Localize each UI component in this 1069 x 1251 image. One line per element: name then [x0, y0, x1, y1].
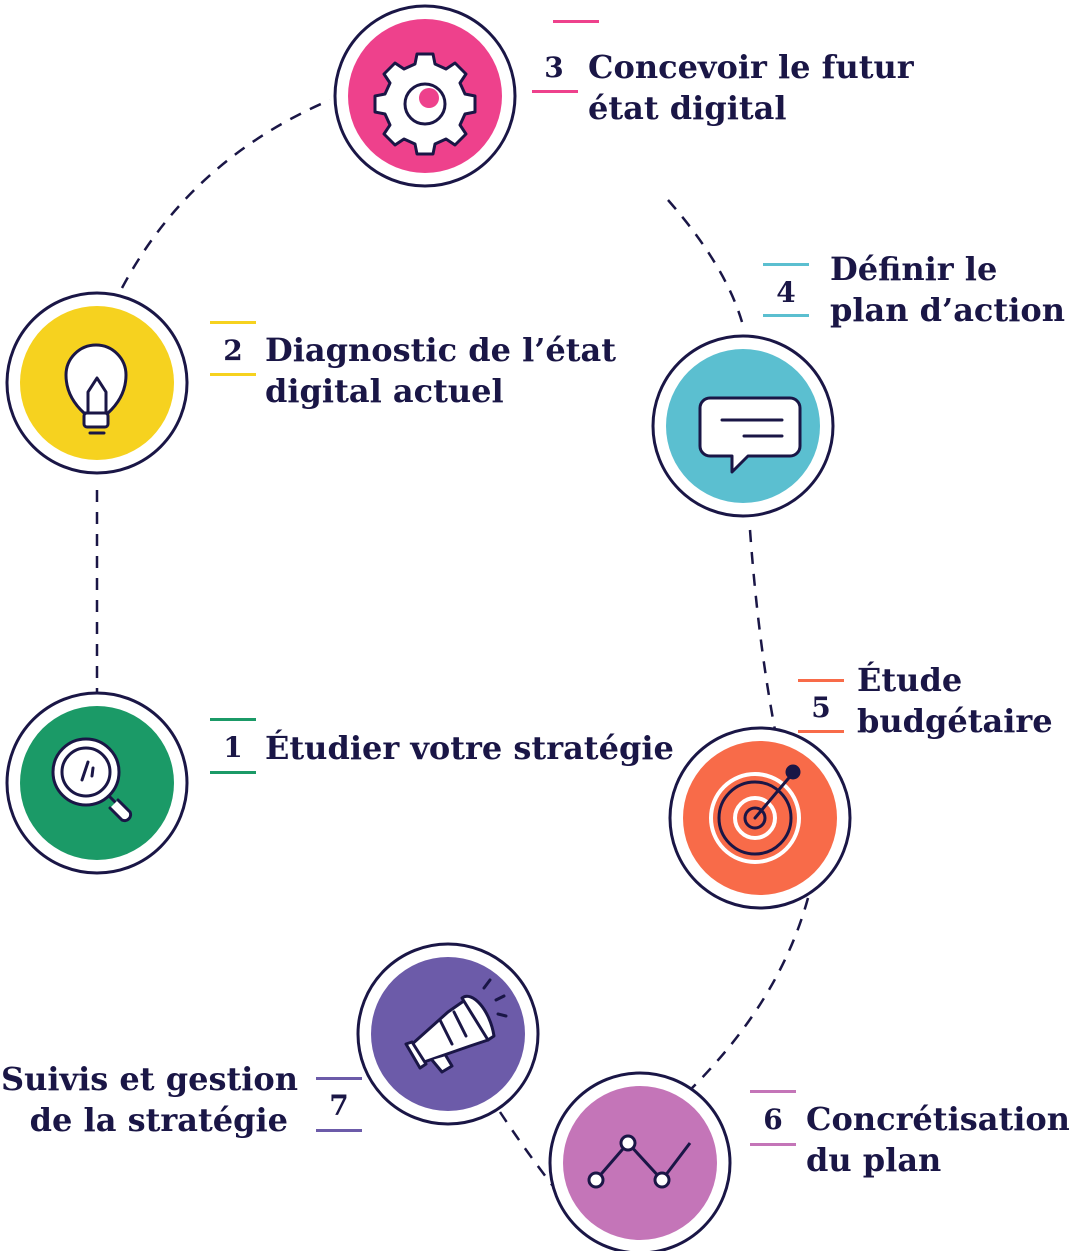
step-6-number: 6 [763, 1103, 783, 1136]
dashed-connectors [95, 98, 810, 1191]
step-5-title-line1: Étude [857, 661, 963, 699]
step-6-bar-bottom [750, 1143, 796, 1146]
step-7-number: 7 [329, 1089, 349, 1122]
step-2-bar-bottom [210, 373, 256, 376]
step-3-number: 3 [544, 51, 564, 84]
step-1-title: Étudier votre stratégie [265, 729, 674, 767]
line-chart-icon [587, 1134, 692, 1189]
step-4-number: 4 [776, 276, 796, 309]
step-6-bar-top [750, 1090, 796, 1093]
connector-4-5 [748, 529, 777, 731]
connector-7-6 [498, 1111, 557, 1191]
step-4-bar-top [763, 263, 809, 266]
step-5-circle [683, 741, 837, 895]
target-icon [709, 764, 801, 864]
step-5-number: 5 [811, 691, 831, 724]
step-7-node [356, 942, 540, 1126]
step-2-number: 2 [223, 334, 243, 367]
step-7-bar-top [316, 1077, 362, 1080]
gear-icon [373, 52, 477, 156]
connector-3-4 [667, 199, 744, 323]
chat-bubble-icon [698, 396, 802, 474]
step-2-node [5, 291, 189, 475]
step-7-title-line2: de la stratégie [29, 1101, 288, 1139]
step-1-bar-bottom [210, 771, 256, 774]
step-4-title-line2: plan d’action [830, 291, 1065, 329]
step-2-bar-top [210, 321, 256, 324]
step-4-title-line1: Définir le [830, 250, 998, 288]
magnifier-icon [51, 737, 133, 823]
step-6-title-line2: du plan [806, 1141, 942, 1179]
step-6-title-line1: Concrétisation [806, 1100, 1069, 1138]
step-3-title-line2: état digital [588, 89, 787, 127]
step-3-title-line1: Concevoir le futur [588, 48, 914, 86]
step-5-bar-bottom [798, 730, 844, 733]
step-6-circle [563, 1086, 717, 1240]
step-1-number: 1 [223, 731, 243, 764]
connector-2-3 [120, 98, 331, 289]
step-6-node [548, 1071, 732, 1251]
step-5-title-line2: budgétaire [857, 702, 1053, 740]
step-7-title-line1: Suivis et gestion [0, 1060, 298, 1098]
step-7-bar-bottom [316, 1129, 362, 1132]
step-1-node [5, 691, 189, 875]
step-3-node [333, 4, 517, 188]
step-5-bar-top [798, 679, 844, 682]
step-3-bar-top [553, 20, 599, 23]
step-2-title-line1: Diagnostic de l’état [265, 331, 617, 369]
step-4-bar-bottom [763, 314, 809, 317]
step-2-title-line2: digital actuel [265, 372, 504, 410]
step-1-bar-top [210, 718, 256, 721]
step-5-node [668, 726, 852, 910]
megaphone-icon [404, 978, 508, 1074]
step-3-bar-bottom [532, 90, 578, 93]
connector-5-6 [691, 897, 810, 1089]
lightbulb-icon [64, 343, 128, 435]
step-4-node [651, 334, 835, 518]
